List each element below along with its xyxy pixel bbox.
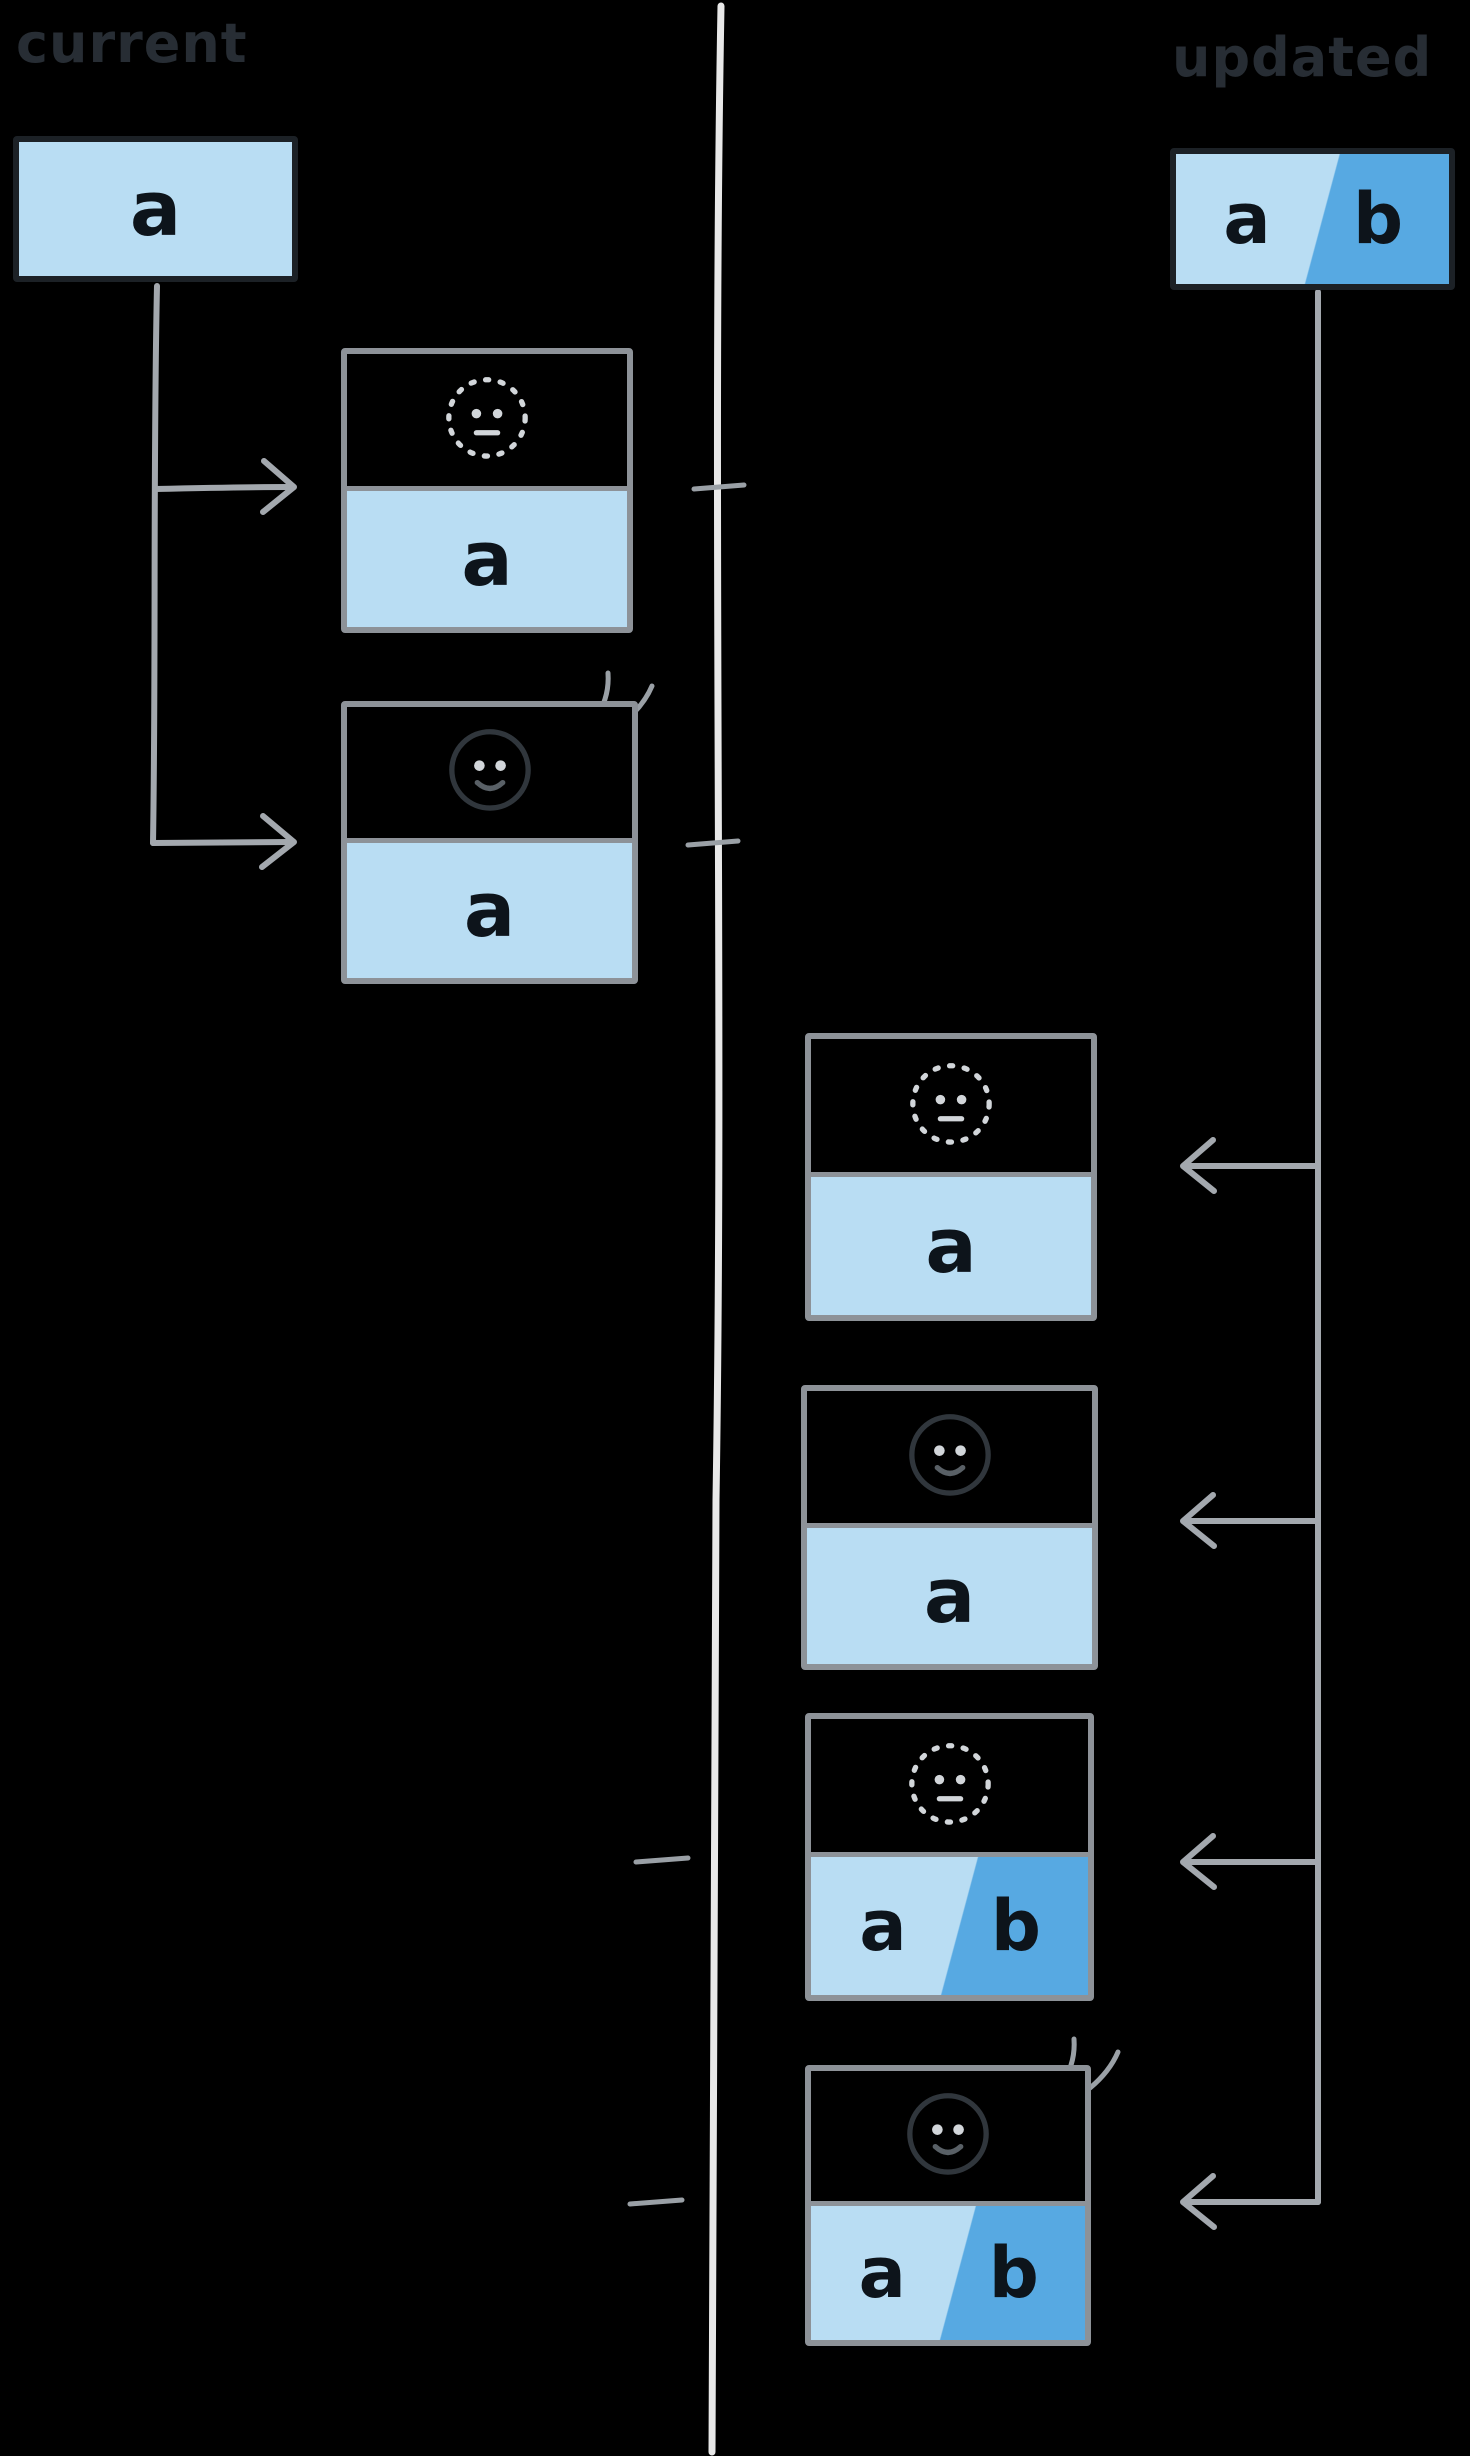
state-value-b: b	[1352, 178, 1404, 260]
render-value-a: a	[923, 1550, 976, 1640]
render-value-b: b	[990, 1885, 1042, 1967]
render-box-left-2: a	[341, 701, 638, 984]
render-output: a b	[811, 2205, 1085, 2340]
render-box-right-2: a	[801, 1385, 1098, 1670]
right-connector-line	[1313, 289, 1323, 2205]
render-phase	[811, 1719, 1088, 1857]
render-value-a: a	[461, 513, 513, 603]
dashed-smiley-icon	[908, 1742, 991, 1825]
left-arrowhead-1	[260, 458, 297, 515]
timeline-tick	[627, 2197, 685, 2207]
render-output: a	[347, 490, 627, 627]
render-phase	[807, 1391, 1092, 1528]
render-box-right-4: a b	[805, 2065, 1091, 2346]
timeline-tick	[633, 1855, 691, 1865]
smiley-icon	[448, 729, 531, 811]
dashed-smiley-icon	[446, 376, 528, 459]
left-arrowhead-2	[259, 813, 297, 870]
render-box-right-1: a	[805, 1033, 1097, 1321]
left-panel-title: current	[16, 12, 248, 75]
timeline-tick	[685, 838, 741, 848]
smiley-icon	[907, 2092, 989, 2175]
render-value-b: b	[988, 2231, 1039, 2314]
left-connector	[150, 283, 297, 870]
render-value-a: a	[463, 865, 516, 955]
left-arrow-1	[152, 484, 293, 492]
right-arrowhead-1	[1180, 1137, 1217, 1194]
render-phase	[347, 707, 632, 843]
render-phase	[811, 1039, 1091, 1177]
render-box-left-1: a	[341, 348, 633, 633]
render-value-a: a	[858, 2231, 906, 2314]
state-value-a: a	[1223, 178, 1271, 260]
smiley-icon	[908, 1413, 991, 1496]
timeline	[627, 2, 747, 2456]
render-output: a b	[811, 1857, 1088, 1995]
dashed-smiley-icon	[910, 1062, 992, 1145]
render-value-a: a	[859, 1885, 907, 1967]
render-output: a	[347, 842, 632, 978]
right-connector	[1180, 289, 1323, 2230]
render-value-a: a	[925, 1201, 977, 1290]
right-arrowhead-2	[1180, 1492, 1217, 1549]
left-arrow-2	[150, 839, 293, 846]
render-output: a	[811, 1177, 1091, 1315]
timeline-tick	[691, 482, 747, 492]
render-phase	[811, 2071, 1085, 2206]
right-state-box: a b	[1170, 148, 1455, 290]
render-output: a	[807, 1527, 1092, 1664]
left-connector-line	[150, 283, 160, 846]
right-arrowhead-4	[1180, 2173, 1217, 2230]
render-phase	[347, 354, 627, 491]
right-panel-title: updated	[1172, 26, 1433, 89]
render-box-right-3: a b	[805, 1713, 1094, 2001]
right-arrowhead-3	[1180, 1833, 1217, 1890]
state-value-a: a	[129, 164, 182, 253]
left-state-box: a	[13, 136, 298, 282]
